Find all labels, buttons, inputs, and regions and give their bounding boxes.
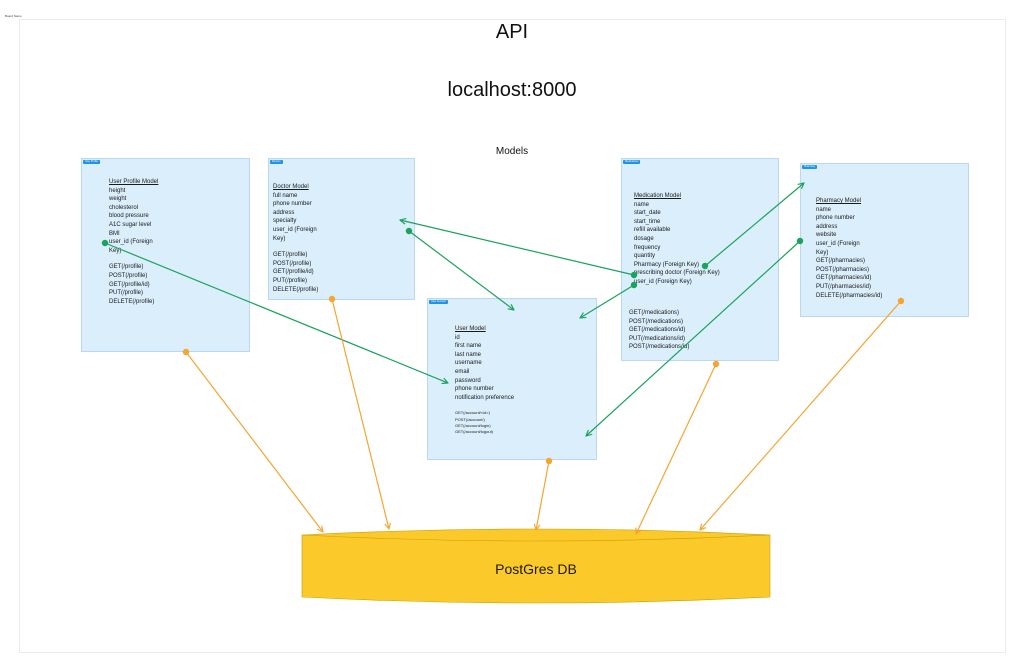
models-title: Models [495,146,529,157]
field-line: notification preference [455,394,515,401]
endpoint-line: GET(/profile/id) [109,281,150,288]
pharmacy-tag: Pharmacy [802,165,818,169]
field-line: refill available [634,227,671,234]
pharmacy-heading: Pharmacy Model [816,198,862,204]
user-profile-card[interactable]: User Profile User Profile Model height w… [81,158,250,352]
user-card[interactable]: User Account User Model id first name la… [427,298,597,460]
endpoint-line: DELETE(/profile) [273,286,319,293]
user-profile-tag: User Profile [83,160,101,164]
field-line: address [273,209,295,216]
doctor-card[interactable]: Doctors Doctor Model full name phone num… [268,158,415,300]
endpoint-line: PUT(/profile) [273,277,308,284]
field-line: dosage [634,235,654,242]
medication-body: Medication Model name start_date start_t… [634,192,720,295]
pharmacy-card[interactable]: Pharmacy Pharmacy Model name phone numbe… [800,163,969,317]
field-line: Pharmacy (Foreign Key) [634,261,700,268]
endpoint-line: GET(/profile/id) [273,269,314,276]
endpoint-line: POST(/medications) [629,318,684,325]
endpoint-line: POST(/medications/id) [629,344,690,351]
spacer [273,243,318,251]
user-profile-heading: User Profile Model [109,179,159,185]
field-line: quantity [634,253,656,260]
field-line: full name [273,192,298,199]
field-line: phone number [816,215,855,222]
field-line: address [816,223,838,230]
endpoint-line: GET(/medications) [629,310,680,316]
user-heading: User Model [455,326,486,332]
field-line: prescribing doctor (Foreign Key) [634,270,720,277]
db-label: PostGres DB [495,561,577,577]
field-line: user_id (Foreign Key) [634,278,692,285]
endpoint-line: POST(/profile) [109,272,148,279]
endpoint-line: GET(/pharmacies/id) [816,275,872,282]
medication-endpoints: GET(/medications) POST(/medications) GET… [629,309,689,352]
field-line: user_id (Foreign [273,226,317,233]
endpoint-line: GET(/account/login) [455,422,491,428]
doctor-body: Doctor Model full name phone number addr… [273,183,318,294]
user-tag: User Account [429,300,448,304]
endpoint-line: PUT(/medications/id) [629,335,686,342]
endpoint-line: GET(/account/<id>) [455,410,490,416]
field-line: username [455,360,482,367]
field-line: Key) [816,249,829,256]
db-cylinder-shape [301,528,771,604]
host-title: localhost:8000 [447,79,577,101]
spacer [455,402,514,410]
endpoint-line: POST(/profile) [273,260,312,267]
endpoint-line: DELETE(/profile) [109,298,155,305]
api-title: API [495,21,529,43]
field-line: start_time [634,218,661,225]
field-line: blood pressure [109,213,149,220]
field-line: frequency [634,244,661,251]
field-line: cholesterol [109,204,139,211]
field-line: height [109,187,126,194]
field-line: name [816,206,832,213]
field-line: A1C sugar level [109,221,152,228]
doctor-tag: Doctors [270,160,283,164]
spacer [109,255,158,263]
field-line: BMI [109,230,120,237]
doctor-heading: Doctor Model [273,184,309,190]
field-line: phone number [273,201,312,208]
field-line: Key) [109,247,122,254]
endpoint-line: GET(/medications/id) [629,327,686,334]
medication-tag: Medications [623,160,641,164]
field-line: name [634,201,650,208]
endpoint-line: GET(/profile) [273,252,308,259]
board-label: Board Name [5,14,22,18]
spacer [634,287,720,295]
field-line: first name [455,343,482,350]
field-line: user_id (Foreign [109,239,153,246]
user-body: User Model id first name last name usern… [455,325,514,435]
endpoint-line: GET(/profile) [109,264,144,271]
endpoint-line: GET(/account/logout) [455,428,494,434]
endpoint-line: POST(/account/) [455,416,485,422]
endpoint-line: DELETE(/pharmacies/id) [816,292,883,299]
medication-heading: Medication Model [634,193,682,199]
field-line: last name [455,351,482,358]
field-line: user_id (Foreign [816,240,860,247]
field-line: id [455,334,460,341]
endpoint-line: PUT(/pharmacies/id) [816,283,872,290]
field-line: phone number [455,386,494,393]
field-line: start_date [634,210,661,217]
postgres-db[interactable]: PostGres DB [301,527,771,607]
medication-card[interactable]: Medications Medication Model name start_… [621,158,779,361]
field-line: Key) [273,235,286,242]
user-profile-body: User Profile Model height weight cholest… [109,178,158,306]
endpoint-line: POST(/pharmacies) [816,266,870,273]
field-line: email [455,368,470,375]
pharmacy-body: Pharmacy Model name phone number address… [816,197,882,300]
field-line: website [816,232,837,239]
endpoint-line: PUT(/profile) [109,290,144,297]
field-line: weight [109,196,127,203]
endpoint-line: GET(/pharmacies) [816,258,866,265]
field-line: password [455,377,481,384]
field-line: specialty [273,218,297,225]
